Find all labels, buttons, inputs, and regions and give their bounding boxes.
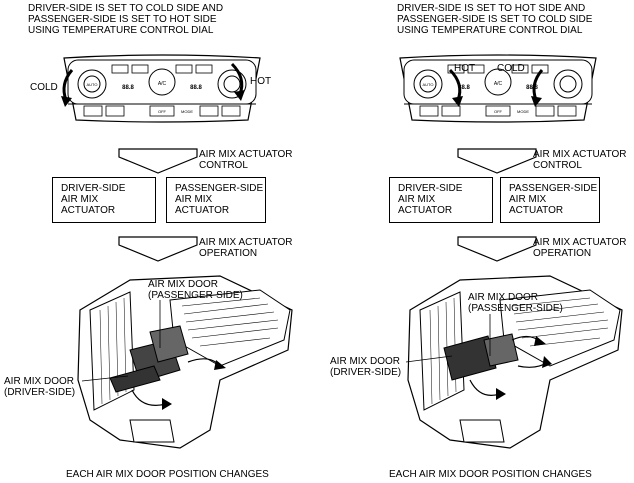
left-hot-arrow	[230, 62, 245, 101]
right-door-passenger-label: AIR MIX DOOR (PASSENGER-SIDE)	[468, 292, 563, 314]
left-passenger-actuator-label: PASSENGER-SIDE AIR MIX ACTUATOR	[175, 183, 264, 216]
driver-temp-display: 88.8	[122, 85, 134, 91]
right-cold-label: COLD	[497, 63, 525, 74]
ac-label: A/C	[158, 81, 167, 87]
right-control-label: AIR MIX ACTUATOR CONTROL	[533, 149, 627, 171]
left-door-passenger-label: AIR MIX DOOR (PASSENGER-SIDE)	[148, 279, 243, 301]
passenger-temp-display: 88.8	[526, 85, 538, 91]
right-passenger-actuator-label: PASSENGER-SIDE AIR MIX ACTUATOR	[509, 183, 598, 216]
left-passenger-actuator-box: PASSENGER-SIDE AIR MIX ACTUATOR	[166, 177, 266, 223]
left-door-driver-leader	[81, 375, 129, 382]
off-label: OFF	[494, 109, 503, 114]
right-passenger-actuator-box: PASSENGER-SIDE AIR MIX ACTUATOR	[500, 177, 600, 223]
left-cold-arrow	[61, 69, 74, 107]
right-operation-label: AIR MIX ACTUATOR OPERATION	[533, 237, 627, 259]
right-cold-arrow	[531, 69, 544, 107]
right-door-passenger-leader	[489, 314, 491, 356]
left-hvac-unit	[77, 275, 293, 449]
off-label: OFF	[158, 109, 167, 114]
right-driver-actuator-box: DRIVER-SIDE AIR MIX ACTUATOR	[389, 177, 493, 223]
left-heading: DRIVER-SIDE IS SET TO COLD SIDE AND PASS…	[28, 3, 224, 36]
right-hvac-unit	[407, 275, 623, 449]
right-hot-label: HOT	[454, 63, 476, 74]
right-control-arrow	[457, 148, 537, 174]
mode-label: MODE	[517, 109, 529, 114]
left-door-passenger-leader	[159, 300, 161, 348]
right-heading: DRIVER-SIDE IS SET TO HOT SIDE AND PASSE…	[397, 3, 593, 36]
mode-label: MODE	[181, 109, 193, 114]
left-control-label: AIR MIX ACTUATOR CONTROL	[199, 149, 293, 171]
auto-label: AUTO	[86, 82, 97, 87]
left-door-driver-label: AIR MIX DOOR (DRIVER-SIDE)	[4, 376, 76, 398]
driver-temp-display: 88.8	[458, 85, 470, 91]
left-control-arrow	[118, 148, 198, 174]
right-footer: EACH AIR MIX DOOR POSITION CHANGES	[389, 469, 592, 480]
ac-label: A/C	[494, 81, 503, 87]
right-driver-actuator-label: DRIVER-SIDE AIR MIX ACTUATOR	[398, 183, 463, 216]
left-footer: EACH AIR MIX DOOR POSITION CHANGES	[66, 469, 269, 480]
left-cold-label: COLD	[30, 82, 58, 93]
left-hot-label: HOT	[250, 76, 272, 87]
left-operation-arrow	[118, 236, 198, 262]
left-operation-label: AIR MIX ACTUATOR OPERATION	[199, 237, 293, 259]
right-door-driver-leader	[405, 355, 453, 363]
right-door-driver-label: AIR MIX DOOR (DRIVER-SIDE)	[330, 356, 402, 378]
right-operation-arrow	[457, 236, 537, 262]
left-driver-actuator-label: DRIVER-SIDE AIR MIX ACTUATOR	[61, 183, 126, 216]
left-driver-actuator-box: DRIVER-SIDE AIR MIX ACTUATOR	[52, 177, 156, 223]
passenger-temp-display: 88.8	[190, 85, 202, 91]
right-hot-arrow	[448, 68, 463, 107]
auto-label: AUTO	[422, 82, 433, 87]
